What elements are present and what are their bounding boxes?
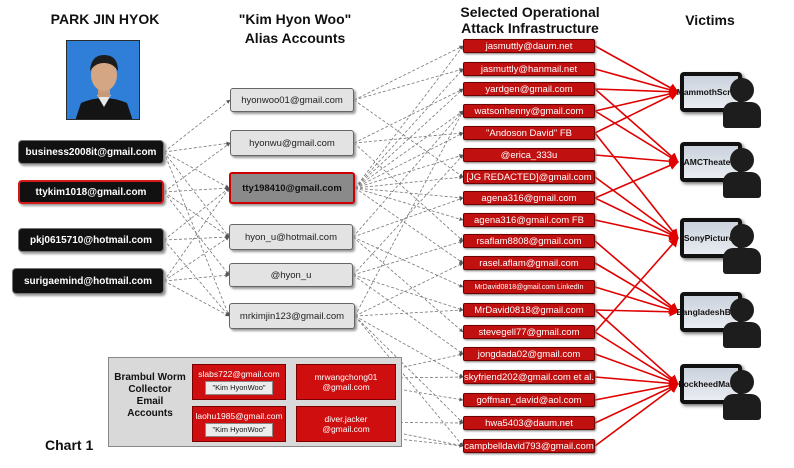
- alias-header-line1: "Kim Hyon Woo": [238, 11, 352, 27]
- victim-name-line1: Mammoth: [676, 87, 717, 97]
- infra-header-line1: Selected Operational: [460, 4, 600, 20]
- brambul-email[interactable]: laohu1985@gmail.com "Kim HyonWoo": [192, 406, 286, 442]
- infra-account[interactable]: "Andoson David" FB: [463, 126, 595, 140]
- brambul-email[interactable]: diver.jacker @gmail.com: [296, 406, 396, 442]
- park-account[interactable]: pkj0615710@hotmail.com: [18, 228, 164, 252]
- infra-account-text: rasel.aflam@gmail.com: [479, 257, 579, 269]
- brambul-label: Brambul Worm Collector Email Accounts: [114, 372, 186, 419]
- alias-header-line2: Alias Accounts: [244, 30, 346, 46]
- brambul-email-domain: @gmail.com: [322, 424, 370, 434]
- infra-account[interactable]: jongdada02@gmail.com: [463, 347, 595, 361]
- infra-account[interactable]: MrDavid0818@gmail.com: [463, 303, 595, 317]
- alias-account-text: hyonwoo01@gmail.com: [241, 94, 343, 106]
- infra-account[interactable]: stevegell77@gmail.com: [463, 325, 595, 339]
- alias-account[interactable]: tty198410@gmail.com: [229, 172, 355, 204]
- infra-account-text: rsaflam8808@gmail.com: [476, 235, 582, 247]
- brambul-email-text: slabs722@gmail.com: [198, 369, 280, 379]
- park-account-text: ttykim1018@gmail.com: [35, 186, 147, 198]
- infra-account-text: MrDavid0818@gmail.com: [474, 304, 584, 316]
- infra-account-text: stevegell77@gmail.com: [478, 326, 580, 338]
- infra-account-text: campbelldavid793@gmail.com: [464, 440, 594, 452]
- infra-account[interactable]: jasmuttly@daum.net: [463, 39, 595, 53]
- victim-name-line2: Pictures: [704, 233, 739, 243]
- infra-account[interactable]: hwa5403@daum.net: [463, 416, 595, 430]
- brambul-email-text: mrwangchong01: [314, 372, 378, 382]
- park-account[interactable]: surigaemind@hotmail.com: [12, 268, 164, 294]
- infra-account-text: skyfriend202@gmail.com et al.: [463, 371, 595, 383]
- infra-account[interactable]: skyfriend202@gmail.com et al.: [463, 370, 595, 384]
- infra-account[interactable]: yardgen@gmail.com: [463, 82, 595, 96]
- infra-account[interactable]: MrDavid0818@gmail.com LinkedIn: [463, 280, 595, 294]
- park-account-text: surigaemind@hotmail.com: [23, 275, 153, 287]
- park-account-text: business2008it@gmail.com: [25, 146, 157, 158]
- infra-account[interactable]: @erica_333u: [463, 148, 595, 162]
- infra-account-text: goffman_david@aol.com: [476, 394, 582, 406]
- infra-account-text: jasmuttly@hanmail.net: [480, 63, 578, 75]
- infra-account-text: watsonhenny@gmail.com: [474, 105, 584, 117]
- brambul-alias-tag: "Kim HyonWoo": [205, 423, 273, 437]
- infra-account[interactable]: rasel.aflam@gmail.com: [463, 256, 595, 270]
- park-account[interactable]: business2008it@gmail.com: [18, 140, 164, 164]
- suspect-photo: [66, 40, 140, 120]
- park-account-text: pkj0615710@hotmail.com: [29, 234, 153, 246]
- infra-account[interactable]: agena316@gmail.com FB: [463, 213, 595, 227]
- alias-account[interactable]: hyonwoo01@gmail.com: [230, 88, 354, 112]
- infra-account-text: [JG REDACTED]@gmail.com: [466, 171, 592, 183]
- infra-account[interactable]: agena316@gmail.com: [463, 191, 595, 205]
- brambul-email-text: laohu1985@gmail.com: [195, 411, 283, 421]
- infra-account-text: hwa5403@daum.net: [485, 417, 573, 429]
- victim-name-line2: Theaters: [702, 157, 739, 167]
- infra-account[interactable]: [JG REDACTED]@gmail.com: [463, 170, 595, 184]
- infra-header-line2: Attack Infrastructure: [461, 20, 599, 36]
- alias-account-text: @hyon_u: [270, 269, 312, 281]
- brambul-email[interactable]: slabs722@gmail.com "Kim HyonWoo": [192, 364, 286, 400]
- brambul-alias-tag: "Kim HyonWoo": [205, 381, 273, 395]
- infra-account[interactable]: watsonhenny@gmail.com: [463, 104, 595, 118]
- victim-name-line1: Sony: [683, 233, 705, 243]
- infra-account-text: jongdada02@gmail.com: [477, 348, 581, 360]
- infra-account-text: yardgen@gmail.com: [485, 83, 573, 95]
- alias-account[interactable]: hyonwu@gmail.com: [230, 130, 354, 156]
- infra-account[interactable]: goffman_david@aol.com: [463, 393, 595, 407]
- infra-account-text: @erica_333u: [500, 149, 558, 161]
- infra-account-text: agena316@gmail.com FB: [474, 214, 584, 226]
- alias-account-text: hyon_u@hotmail.com: [244, 231, 338, 243]
- infra-account-text: jasmuttly@daum.net: [485, 40, 573, 52]
- brambul-email-text: diver.jacker: [324, 414, 368, 424]
- infra-account[interactable]: rsaflam8808@gmail.com: [463, 234, 595, 248]
- brambul-email-domain: @gmail.com: [322, 382, 370, 392]
- victim-name-line1: AMC: [683, 157, 703, 167]
- alias-account-text: mrkimjin123@gmail.com: [239, 310, 345, 322]
- alias-account[interactable]: @hyon_u: [229, 263, 353, 287]
- brambul-email[interactable]: mrwangchong01 @gmail.com: [296, 364, 396, 400]
- park-account[interactable]: ttykim1018@gmail.com: [18, 180, 164, 204]
- alias-account-text: tty198410@gmail.com: [242, 182, 342, 194]
- victim-name-line1: Bangladesh: [676, 307, 725, 317]
- infra-account[interactable]: jasmuttly@hanmail.net: [463, 62, 595, 76]
- chart-label: Chart 1: [45, 437, 94, 453]
- victims-header: Victims: [685, 12, 735, 28]
- alias-account[interactable]: mrkimjin123@gmail.com: [229, 303, 355, 329]
- alias-account[interactable]: hyon_u@hotmail.com: [229, 224, 353, 250]
- person-name: PARK JIN HYOK: [50, 11, 160, 27]
- infra-account-text: agena316@gmail.com: [481, 192, 577, 204]
- alias-account-text: hyonwu@gmail.com: [249, 137, 335, 149]
- infra-account-text: "Andoson David" FB: [486, 127, 572, 139]
- infra-account[interactable]: campbelldavid793@gmail.com: [463, 439, 595, 453]
- victim-name-line1: Lockheed: [678, 379, 719, 389]
- infra-account-text: MrDavid0818@gmail.com LinkedIn: [474, 283, 584, 291]
